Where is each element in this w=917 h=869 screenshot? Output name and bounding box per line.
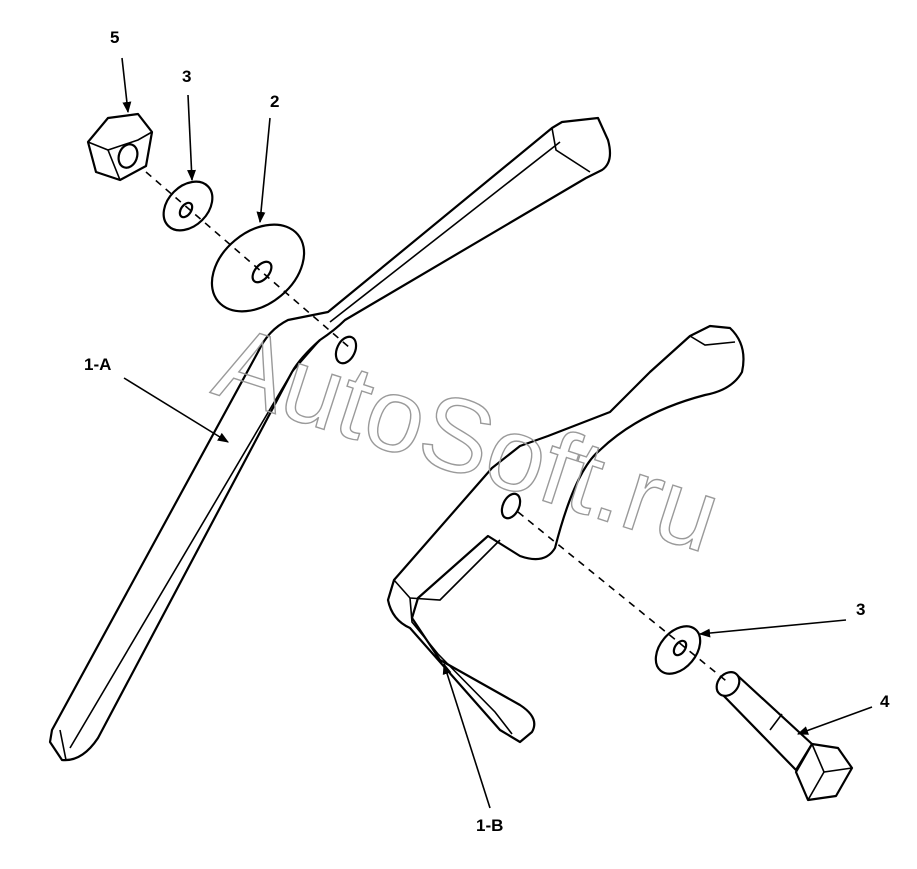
leader-3-right <box>698 619 847 638</box>
washer-3-top <box>162 180 214 232</box>
hex-nut-5 <box>86 112 154 182</box>
lever-1b <box>386 324 745 744</box>
leader-3-top <box>187 94 197 182</box>
callout-3-right: 3 <box>856 600 865 619</box>
callout-1a: 1-A <box>84 355 111 374</box>
washer-3-right <box>654 625 702 675</box>
callout-5: 5 <box>110 28 119 47</box>
assembly-axis-lower <box>517 511 731 685</box>
leader-1b <box>442 662 491 809</box>
lever-1a <box>48 116 612 762</box>
leader-2 <box>256 117 271 224</box>
callout-3-top: 3 <box>182 67 191 86</box>
callout-1b: 1-B <box>476 816 503 835</box>
assembly-axis-upper <box>145 171 351 349</box>
leader-5 <box>121 57 132 114</box>
leader-4 <box>796 706 873 735</box>
bolt-4 <box>715 671 854 802</box>
callout-4: 4 <box>880 692 890 711</box>
leader-1a <box>123 377 229 443</box>
callout-2: 2 <box>270 92 279 111</box>
